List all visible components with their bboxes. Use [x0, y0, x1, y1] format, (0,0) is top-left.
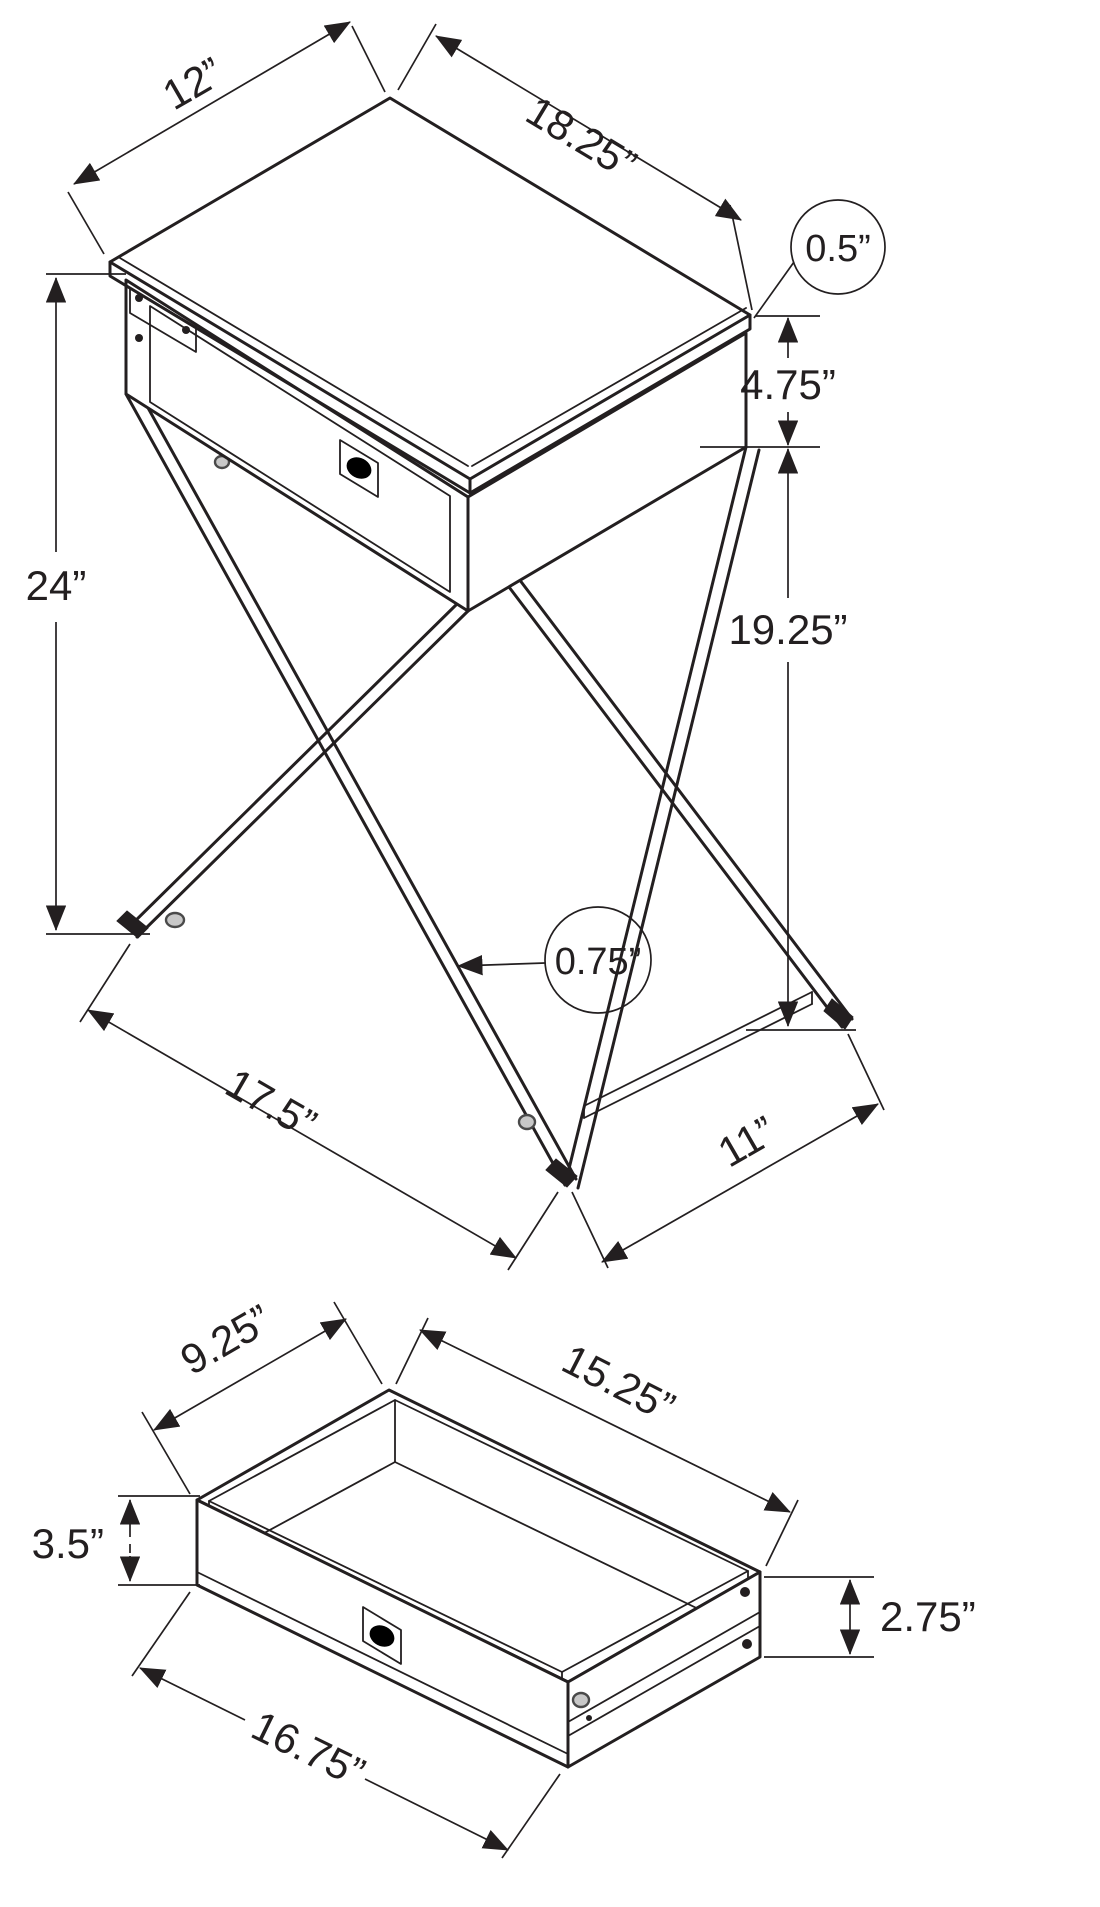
drawer-handle-plate — [339, 439, 379, 498]
drawer-handle-ring — [346, 457, 372, 479]
table-drawing — [108, 96, 854, 1190]
callout-leg-tube: 0.75” — [456, 906, 652, 1014]
dim-label-leg-tube: 0.75” — [555, 941, 642, 983]
dim-label-drawer-inner-width: 15.25” — [555, 1335, 682, 1431]
table-x-legs — [116, 386, 854, 1190]
leg-bolt-hole — [517, 1113, 537, 1131]
right-foot — [823, 998, 854, 1030]
leg-bolt-hole — [164, 911, 186, 929]
dim-drawer-side-height: 2.75” — [764, 1576, 976, 1658]
drawer-handle-plate — [362, 1606, 402, 1665]
dim-base-width: 11” — [571, 1033, 885, 1269]
dim-label-drawer-inner-depth: 9.25” — [173, 1295, 279, 1384]
dim-label-overall-height: 24” — [26, 562, 87, 609]
dim-label-top-width: 18.25” — [518, 87, 644, 189]
dim-overall-height: 24” — [26, 273, 150, 935]
drawer-front-panel — [149, 305, 451, 593]
dim-drawer-front-height: 3.5” — [32, 1495, 200, 1586]
dim-label-cabinet-height: 4.75” — [740, 361, 836, 408]
dim-label-top-thickness: 0.5” — [805, 228, 870, 270]
table-top — [108, 96, 752, 495]
drawer-side-face — [566, 1570, 762, 1769]
dim-label-leg-height: 19.25” — [728, 606, 847, 653]
left-foot — [116, 910, 149, 939]
dim-label-drawer-side-height: 2.75” — [880, 1593, 976, 1640]
dim-label-drawer-front-width: 16.75” — [245, 1702, 373, 1796]
dim-cabinet-height: 4.75” — [700, 315, 836, 448]
dim-leg-height: 19.25” — [728, 447, 856, 1031]
dim-label-base-width: 11” — [710, 1107, 783, 1177]
dim-label-drawer-front-height: 3.5” — [32, 1520, 104, 1567]
dim-label-top-depth: 12” — [155, 48, 231, 119]
cam-lock — [571, 1691, 591, 1709]
drawer-drawing — [195, 1388, 762, 1769]
dim-base-depth: 17.5” — [79, 943, 559, 1271]
dim-label-base-depth: 17.5” — [218, 1059, 324, 1148]
rail-hole — [740, 1587, 750, 1597]
rail-hole — [742, 1639, 752, 1649]
front-foot — [545, 1158, 578, 1188]
drawer-handle-ring — [369, 1625, 395, 1647]
callout-top-thickness: 0.5” — [753, 199, 886, 319]
